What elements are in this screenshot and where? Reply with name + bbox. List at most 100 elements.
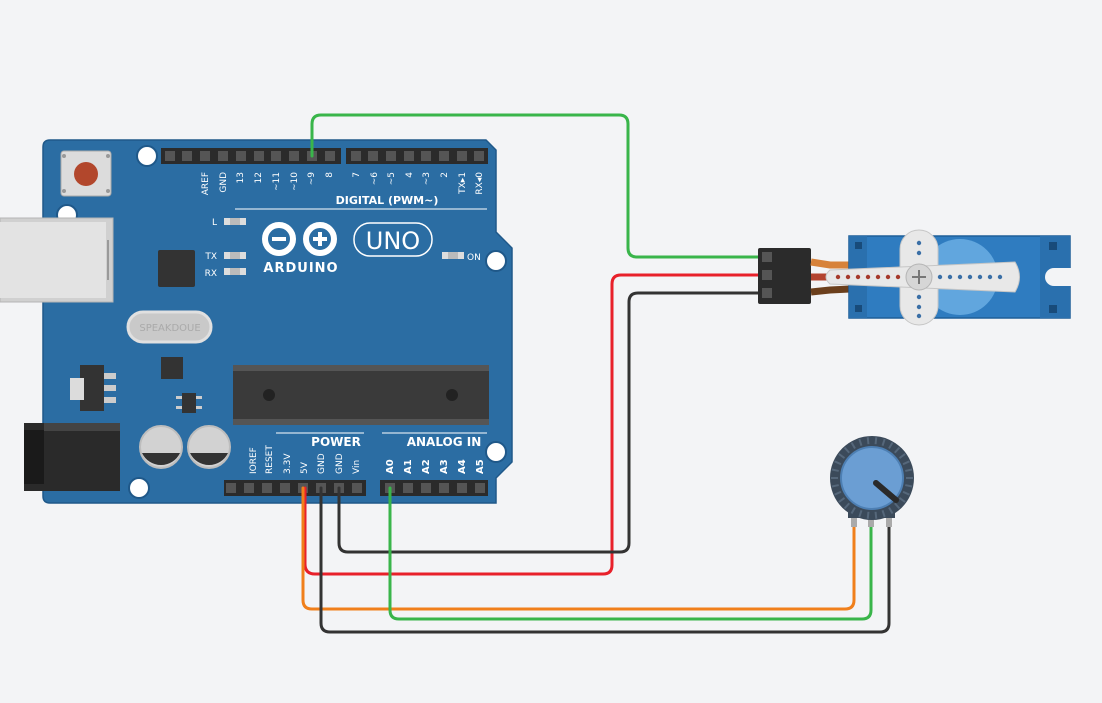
wire-signal-pin9[interactable] (310, 113, 768, 259)
wire-servo-power[interactable] (303, 273, 768, 576)
header-pin-hole[interactable] (165, 151, 175, 161)
header-pin-hole[interactable] (386, 151, 396, 161)
arduino-logo-text: ARDUINO (263, 261, 338, 276)
wire-pot-ground[interactable] (319, 486, 891, 634)
header-pin-hole[interactable] (404, 151, 414, 161)
header-pin-hole[interactable] (200, 151, 210, 161)
power-pin-label: RESET (265, 445, 275, 474)
power-pin-label: 5V (300, 461, 310, 474)
servo-cable-brown (810, 285, 851, 296)
svg-text:ON: ON (467, 253, 481, 263)
header-pin-hole[interactable] (226, 483, 236, 493)
header-pin-hole[interactable] (368, 151, 378, 161)
led-l: L (212, 218, 246, 228)
header-pin-hole[interactable] (475, 483, 485, 493)
power-header (224, 480, 366, 496)
analog-pin-label: A5 (475, 459, 486, 474)
digital-pin-label: 8 (325, 172, 335, 178)
mounting-hole (485, 441, 507, 463)
mounting-hole (128, 477, 150, 499)
led-rx: RX (205, 268, 246, 279)
header-pin-hole[interactable] (421, 483, 431, 493)
header-pin-hole[interactable] (218, 151, 228, 161)
header-pin-hole[interactable] (236, 151, 246, 161)
analog-pin-label: A3 (439, 459, 450, 474)
header-pin-hole[interactable] (439, 151, 449, 161)
atmega-microcontroller (233, 365, 489, 425)
header-pin-hole[interactable] (403, 483, 413, 493)
voltage-regulator (70, 365, 116, 411)
power-pin-label: Vin (352, 460, 362, 474)
mounting-hole (136, 145, 158, 167)
digital-pin-label: ~3 (422, 172, 432, 185)
wires (301, 113, 891, 634)
digital-pin-label: ~10 (290, 172, 300, 191)
pot-indicator (873, 480, 899, 503)
servo-motor[interactable] (758, 229, 1072, 326)
usb-port (0, 204, 114, 303)
power-pin-label: 3.3V (283, 453, 293, 474)
digital-pin-label: ~6 (370, 172, 380, 186)
usb-chip (158, 250, 195, 287)
header-pin-hole[interactable] (474, 151, 484, 161)
capacitor (139, 425, 183, 469)
mounting-hole (485, 250, 507, 272)
power-header-label: POWER (311, 435, 361, 449)
uno-badge: UNO (353, 222, 433, 257)
digital-pin-label: AREF (201, 172, 211, 195)
servo-horn-holes (835, 240, 1003, 319)
analog-header (380, 480, 488, 496)
header-pin-hole[interactable] (439, 483, 449, 493)
header-pin-hole[interactable] (280, 483, 290, 493)
digital-pin-label: 12 (254, 172, 264, 183)
analog-pin-label: A1 (403, 459, 414, 474)
header-pin-hole[interactable] (182, 151, 192, 161)
header-pin-hole[interactable] (325, 151, 335, 161)
power-pin-label: GND (335, 453, 345, 474)
header-pin-hole[interactable] (457, 151, 467, 161)
svg-text:L: L (212, 218, 217, 228)
power-pin-label: IOREF (249, 447, 259, 474)
wire-pot-5v[interactable] (301, 486, 856, 611)
led-tx: TX (204, 252, 246, 262)
analog-pin-label: A0 (385, 459, 396, 474)
digital-pin-label: 4 (405, 172, 415, 178)
svg-text:UNO: UNO (366, 227, 420, 255)
digital-pin-label: 7 (352, 172, 362, 178)
analog-header-label: ANALOG IN (407, 435, 482, 449)
header-pin-hole[interactable] (457, 483, 467, 493)
wire-pot-wiper-a0[interactable] (388, 486, 873, 621)
reset-button[interactable] (60, 150, 112, 197)
header-pin-hole[interactable] (271, 151, 281, 161)
crystal-oscillator: SPEAKDOUE (126, 310, 213, 344)
transistor (176, 393, 202, 413)
svg-text:RX: RX (205, 269, 217, 279)
digital-pin-label: ~5 (387, 172, 397, 185)
arduino-uno-board[interactable]: SPEAKDOUE (0, 139, 513, 504)
potentiometer[interactable] (830, 436, 914, 527)
header-pin-hole[interactable] (244, 483, 254, 493)
header-pin-hole[interactable] (421, 151, 431, 161)
capacitor (187, 425, 231, 469)
digital-pin-label: TX▸1 (458, 172, 468, 195)
svg-text:TX: TX (204, 252, 217, 262)
dc-power-jack (24, 423, 120, 491)
digital-pin-label: ~11 (272, 172, 282, 191)
digital-pin-label: 13 (236, 172, 246, 183)
analog-pin-label: A2 (421, 459, 432, 474)
digital-header-right (346, 148, 488, 164)
servo-cable-orange (810, 258, 850, 269)
arduino-logo-icon (262, 222, 337, 256)
header-pin-hole[interactable] (351, 151, 361, 161)
header-pin-hole[interactable] (352, 483, 362, 493)
power-pin-label: GND (317, 453, 327, 474)
wire-servo-ground[interactable] (337, 291, 768, 554)
small-ic (161, 357, 183, 379)
digital-pin-label: 2 (440, 172, 450, 178)
header-pin-hole[interactable] (262, 483, 272, 493)
digital-pin-label: GND (219, 172, 229, 193)
digital-header-label: DIGITAL (PWM~) (336, 194, 439, 207)
header-pin-hole[interactable] (254, 151, 264, 161)
header-pin-hole[interactable] (289, 151, 299, 161)
